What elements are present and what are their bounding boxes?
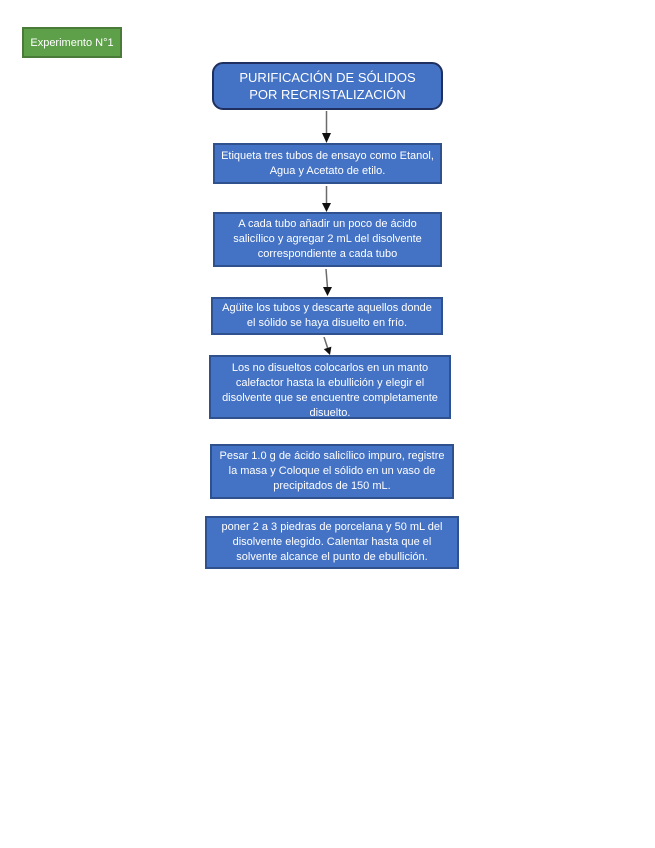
flow-step-5-text: Pesar 1.0 g de ácido salicílico impuro, … (219, 450, 445, 492)
flow-step-3-text: Agüite los tubos y descarte aquellos don… (222, 302, 432, 329)
flow-node-step-2: A cada tubo añadir un poco de ácido sali… (213, 212, 442, 267)
flow-step-6-text: poner 2 a 3 piedras de porcelana y 50 mL… (221, 521, 443, 563)
flow-node-step-5: Pesar 1.0 g de ácido salicílico impuro, … (210, 444, 454, 499)
flow-node-step-6: poner 2 a 3 piedras de porcelana y 50 mL… (205, 516, 459, 569)
flow-node-step-3: Agüite los tubos y descarte aquellos don… (211, 297, 443, 335)
down-arrow-icon (322, 111, 331, 143)
flow-node-step-4: Los no disueltos colocarlos en un manto … (209, 355, 451, 419)
flow-step-2-text: A cada tubo añadir un poco de ácido sali… (233, 218, 422, 260)
experiment-badge: Experimento N°1 (22, 27, 122, 58)
flow-node-title: PURIFICACIÓN DE SÓLIDOS POR RECRISTALIZA… (212, 62, 443, 110)
down-arrow-icon (322, 186, 331, 212)
flow-node-step-1: Etiqueta tres tubos de ensayo como Etano… (213, 143, 442, 184)
flow-step-4-text: Los no disueltos colocarlos en un manto … (222, 362, 438, 419)
down-arrow-icon (323, 269, 332, 296)
down-arrow-slanted-icon (323, 337, 332, 355)
flow-title-text: PURIFICACIÓN DE SÓLIDOS POR RECRISTALIZA… (239, 70, 416, 102)
flow-step-1-text: Etiqueta tres tubos de ensayo como Etano… (221, 149, 434, 177)
experiment-badge-label: Experimento N°1 (30, 36, 114, 49)
